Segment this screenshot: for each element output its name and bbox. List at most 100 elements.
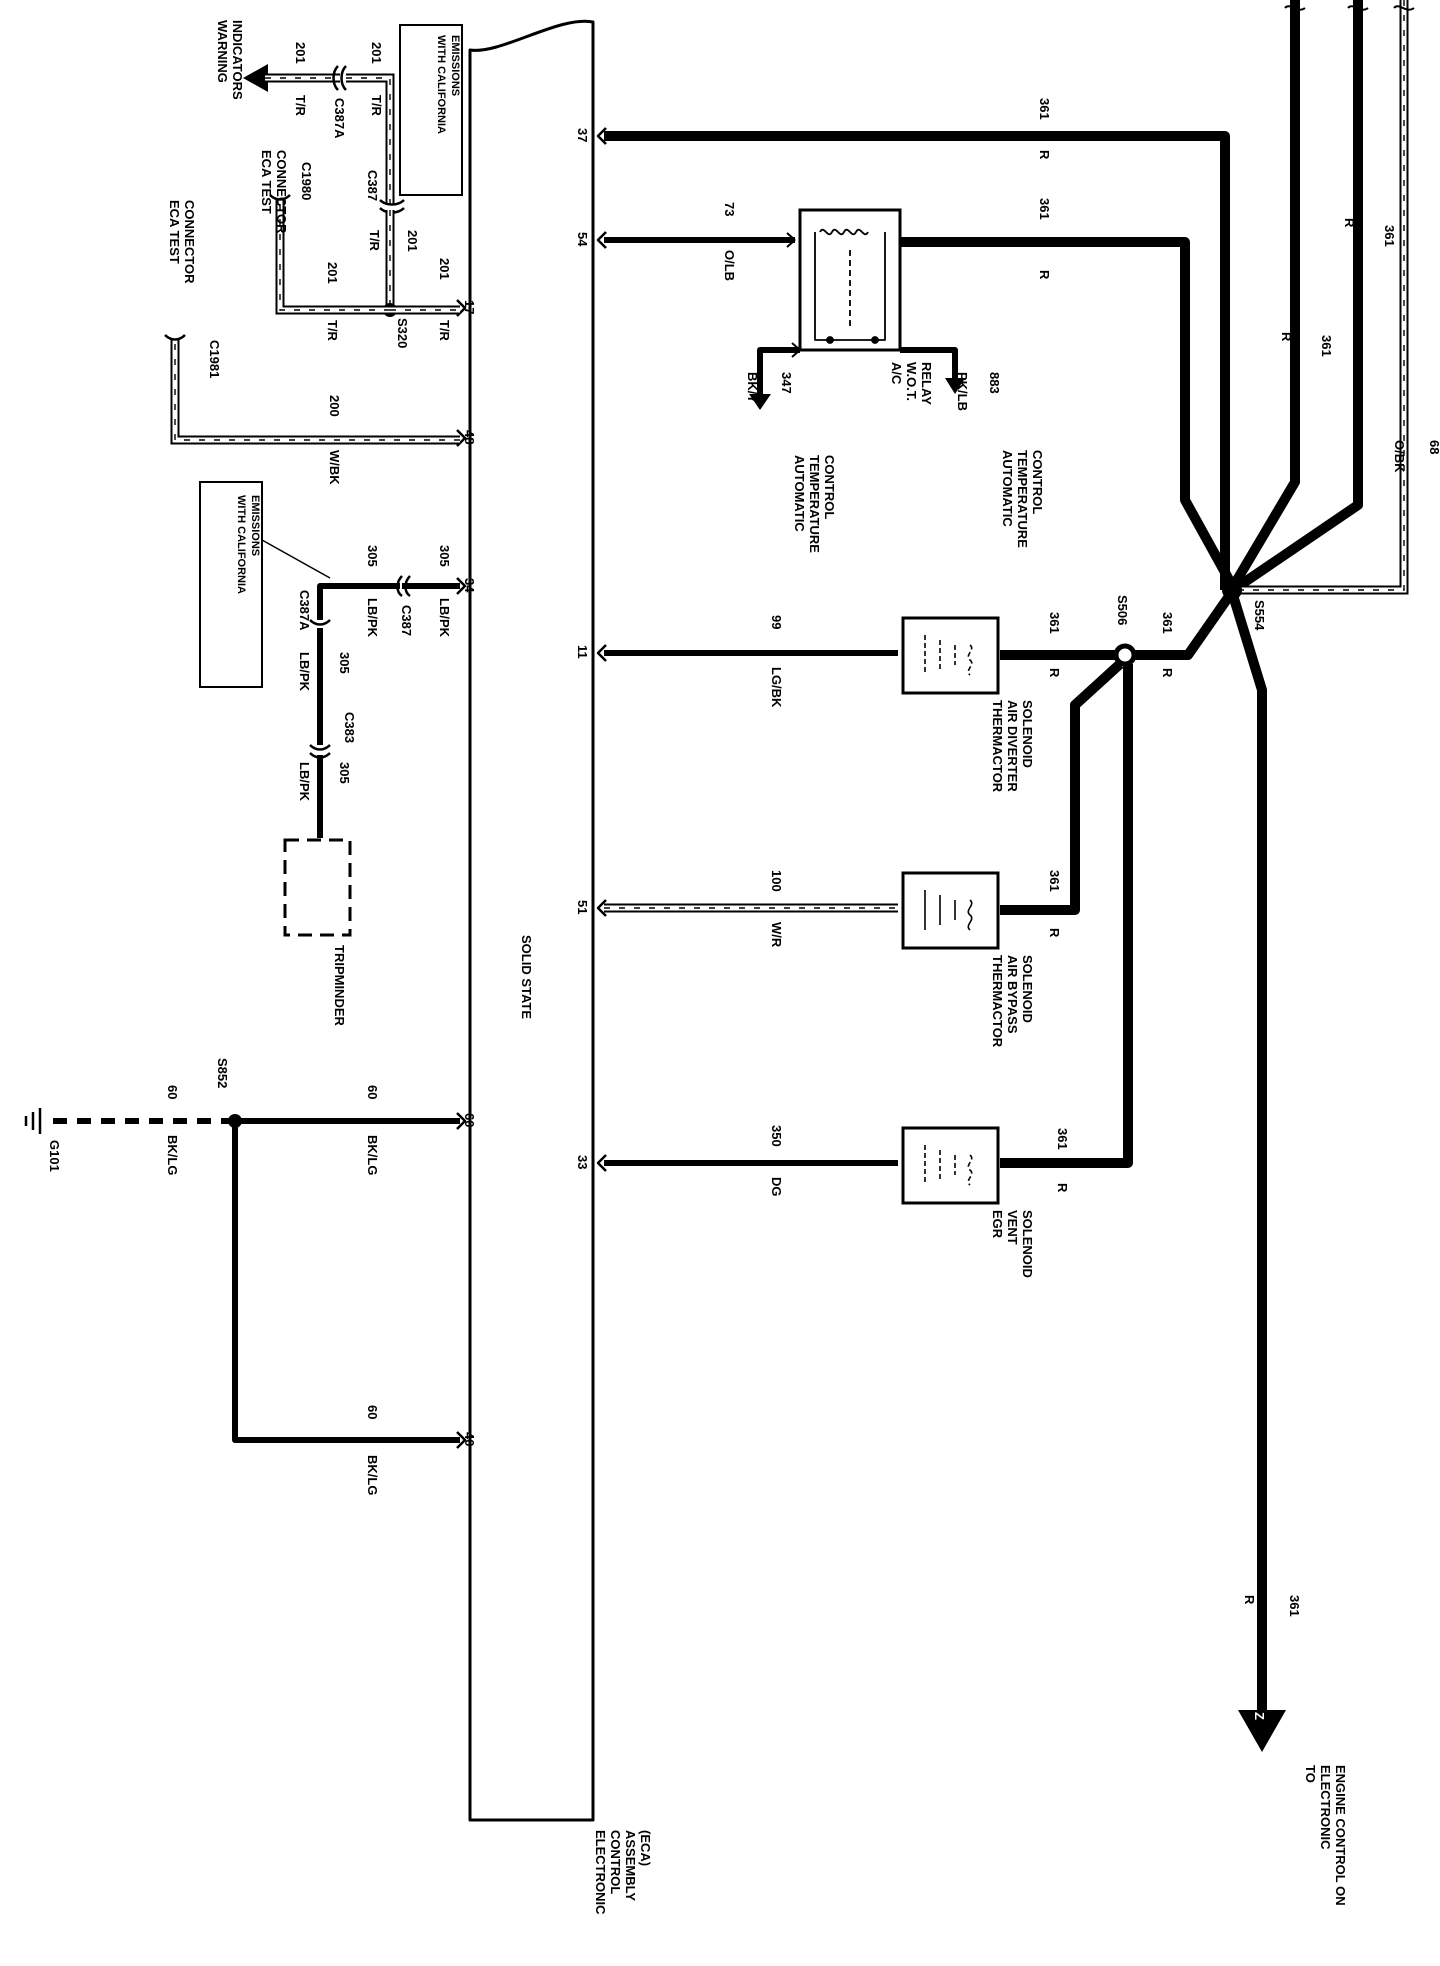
connector-c387-label: C387	[365, 170, 380, 201]
svg-text:O/LB: O/LB	[722, 250, 737, 281]
solid-state-label: SOLID STATE	[519, 935, 534, 1019]
atc-upper-arrow	[945, 378, 965, 394]
warning-label: WARNING INDICATORS	[215, 20, 245, 100]
svg-text:R: R	[1160, 668, 1175, 678]
egr-label: EGR VENT SOLENOID	[990, 1210, 1035, 1278]
wire-361-egr	[1000, 664, 1133, 1168]
wire-361-down	[1227, 590, 1267, 1715]
splice-s506-label: S506	[1115, 595, 1130, 625]
relay-internals	[814, 228, 886, 344]
tripminder-label: TRIPMINDER	[332, 945, 347, 1027]
svg-text:BK/LG: BK/LG	[365, 1135, 380, 1175]
svg-text:305: 305	[437, 545, 452, 567]
eca-pin-17: 17	[462, 300, 477, 314]
svg-text:SOLENOID: SOLENOID	[1020, 700, 1035, 768]
svg-text:O/BK: O/BK	[1392, 440, 1407, 473]
svg-text:T/R: T/R	[367, 230, 382, 252]
svg-text:201: 201	[437, 258, 452, 280]
svg-text:AUTOMATIC: AUTOMATIC	[1000, 450, 1015, 527]
thermactor-air-diverter-solenoid	[901, 616, 1000, 695]
wire-305-c387-to-corner	[317, 583, 400, 620]
svg-text:R: R	[1279, 332, 1294, 342]
svg-text:361: 361	[1382, 225, 1397, 247]
svg-text:CONTROL: CONTROL	[1030, 450, 1045, 514]
svg-text:CONNECTOR: CONNECTOR	[274, 150, 289, 234]
wire-361-relay	[900, 237, 1237, 588]
california-pointer-line	[261, 539, 331, 579]
svg-text:305: 305	[337, 652, 352, 674]
eca-pin-37: 37	[575, 128, 590, 142]
svg-text:T/R: T/R	[369, 95, 384, 117]
california-emissions-label-2: WITH CALIFORNIA EMISSIONS	[235, 495, 261, 594]
connector-c1980-label: C1980	[299, 162, 314, 200]
egr-vent-solenoid	[901, 1126, 1000, 1205]
svg-text:350: 350	[769, 1125, 784, 1147]
svg-text:361: 361	[1037, 198, 1052, 220]
splice-s506	[1113, 643, 1137, 667]
svg-text:INDICATORS: INDICATORS	[230, 20, 245, 100]
svg-text:A/C: A/C	[889, 362, 904, 385]
bypass-label: THERMACTOR AIR BYPASS SOLENOID	[990, 955, 1035, 1048]
wire-347	[757, 347, 800, 395]
ground-symbol	[24, 1108, 42, 1134]
wire-361-s554-s506	[1125, 589, 1237, 660]
svg-text:EMISSIONS: EMISSIONS	[249, 495, 261, 556]
eca-pin-34: 34	[462, 578, 477, 593]
wire-break-marks	[1284, 5, 1415, 11]
svg-text:305: 305	[365, 545, 380, 567]
eca-pin-60: 60	[462, 1113, 477, 1127]
eca-pin-11: 11	[575, 645, 590, 659]
svg-text:SOLENOID: SOLENOID	[1020, 1210, 1035, 1278]
eca-title: ELECTRONIC CONTROL ASSEMBLY (ECA)	[593, 1830, 653, 1915]
svg-text:AIR BYPASS: AIR BYPASS	[1005, 955, 1020, 1034]
svg-text:(ECA): (ECA)	[638, 1830, 653, 1866]
svg-text:PK/LB: PK/LB	[955, 372, 970, 411]
wire-labels-left: 201 T/R 201 T/R 201 T/R 201 T/R 201 T/R …	[165, 42, 452, 1495]
california-emissions-box-2	[199, 481, 263, 688]
warning-arrow	[243, 64, 268, 92]
wire-361-pin37	[604, 131, 1230, 590]
svg-text:361: 361	[1037, 98, 1052, 120]
svg-text:EGR: EGR	[990, 1210, 1005, 1239]
svg-text:BK/Y: BK/Y	[745, 372, 760, 403]
wire-883	[900, 347, 958, 380]
svg-text:R: R	[1037, 270, 1052, 280]
svg-text:THERMACTOR: THERMACTOR	[990, 955, 1005, 1048]
connector-c1981-label: C1981	[207, 340, 222, 378]
svg-text:R: R	[1242, 1595, 1257, 1605]
svg-text:361: 361	[1047, 612, 1062, 634]
svg-text:R: R	[1047, 668, 1062, 678]
svg-text:ECA TEST: ECA TEST	[259, 150, 274, 214]
svg-text:361: 361	[1319, 335, 1334, 357]
svg-text:T/R: T/R	[437, 320, 452, 342]
wire-361-top-a	[1229, 0, 1300, 588]
connector-z-label: Z	[1252, 1712, 1267, 1720]
svg-text:R: R	[1055, 1183, 1070, 1193]
eca-module-outline	[468, 19, 595, 1822]
eca-pin-51: 51	[575, 900, 590, 914]
splice-s554-label: S554	[1252, 600, 1267, 631]
connector-c387a	[332, 65, 347, 91]
california-emissions-label-1: WITH CALIFORNIA EMISSIONS	[435, 35, 461, 134]
svg-text:EMISSIONS: EMISSIONS	[449, 35, 461, 96]
svg-text:TO: TO	[1303, 1765, 1318, 1783]
diverter-label: THERMACTOR AIR DIVERTER SOLENOID	[990, 700, 1035, 793]
svg-text:883: 883	[987, 372, 1002, 394]
svg-text:201: 201	[325, 262, 340, 284]
svg-text:60: 60	[165, 1085, 180, 1099]
splice-s554	[1222, 580, 1242, 600]
svg-text:305: 305	[337, 762, 352, 784]
connector-c1980	[269, 194, 291, 201]
atc-lower-label: AUTOMATIC TEMPERATURE CONTROL	[792, 455, 837, 553]
svg-text:W/BK: W/BK	[327, 450, 342, 485]
eca-pin-labels-right: 37 54 11 51 33	[575, 128, 590, 1169]
splice-s852-label: S852	[215, 1058, 230, 1088]
svg-text:ELECTRONIC: ELECTRONIC	[1318, 1765, 1333, 1850]
eca-pin-40: 40	[462, 1432, 477, 1446]
svg-text:99: 99	[769, 615, 784, 629]
california-emissions-box-1	[399, 24, 463, 196]
svg-text:R: R	[1037, 150, 1052, 160]
ground-g101-label: G101	[47, 1140, 62, 1172]
solenoid-coil-marks	[924, 635, 973, 1186]
svg-text:LB/PK: LB/PK	[365, 598, 380, 638]
